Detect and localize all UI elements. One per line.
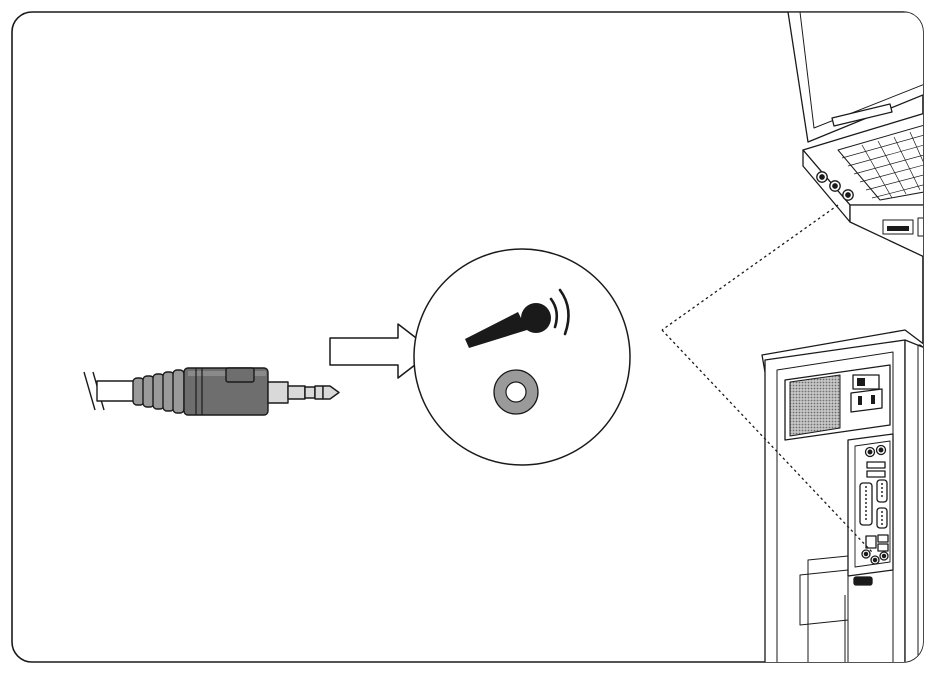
callout-lines — [661, 204, 873, 553]
audio-plug-illustration — [83, 367, 340, 416]
microphone-icon — [465, 288, 570, 348]
laptop-audio-jacks — [816, 171, 854, 201]
desktop-audio-jacks — [861, 549, 889, 565]
port-magnifier — [413, 248, 631, 466]
laptop-illustration — [787, 12, 923, 263]
mic-port-ring-icon — [493, 369, 539, 415]
desktop-tower-illustration — [761, 329, 923, 662]
